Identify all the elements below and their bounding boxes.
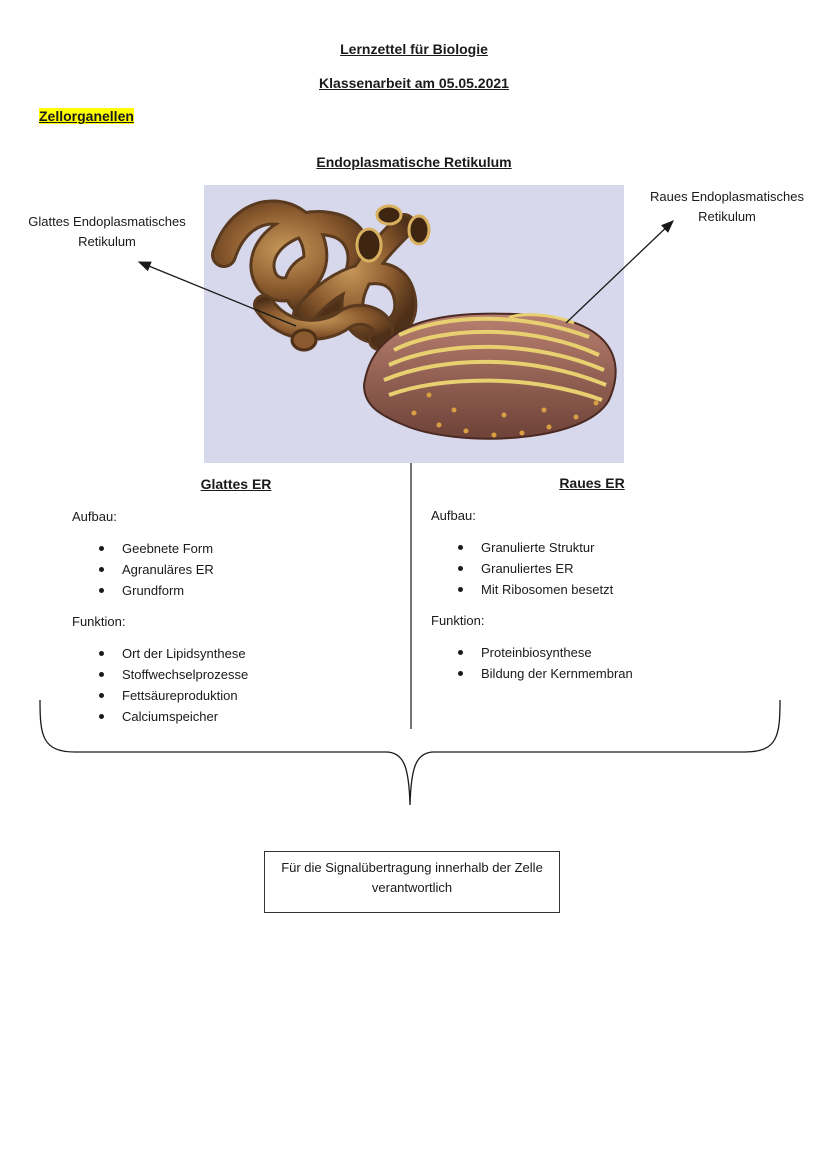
topic-heading: Zellorganellen — [39, 108, 134, 124]
list-item: Proteinbiosynthese — [431, 642, 633, 663]
smooth-er-title: Glattes ER — [200, 476, 272, 492]
document-title: Lernzettel für Biologie — [340, 41, 488, 57]
label-rough-er: Raues Endoplasmatisches Retikulum — [650, 189, 804, 224]
topic-heading-text: Zellorganellen — [39, 108, 134, 124]
list-item: Stoffwechselprozesse — [72, 664, 248, 685]
smooth-er-funktion-list: Ort der Lipidsynthese Stoffwechselprozes… — [72, 643, 248, 727]
rough-er-aufbau-label: Aufbau: — [431, 508, 476, 523]
smooth-er-aufbau-list: Geebnete Form Agranuläres ER Grundform — [72, 538, 214, 601]
list-item: Granulierte Struktur — [431, 537, 613, 558]
rough-er-funktion-label: Funktion: — [431, 613, 485, 628]
list-item: Ort der Lipidsynthese — [72, 643, 248, 664]
er-illustration-graphic — [204, 185, 624, 463]
smooth-er-graphic — [211, 199, 431, 352]
rough-er-graphic — [362, 312, 617, 440]
list-item: Bildung der Kernmembran — [431, 663, 633, 684]
rough-er-aufbau-list: Granulierte Struktur Granuliertes ER Mit… — [431, 537, 613, 600]
summary-box: Für die Signalübertragung innerhalb der … — [264, 851, 560, 913]
label-smooth-er: Glattes Endoplasmatisches Retikulum — [28, 214, 186, 249]
smooth-er-aufbau-label: Aufbau: — [72, 509, 117, 524]
list-item: Grundform — [72, 580, 214, 601]
smooth-er-funktion-label: Funktion: — [72, 614, 126, 629]
list-item: Fettsäureproduktion — [72, 685, 248, 706]
document-subtitle: Klassenarbeit am 05.05.2021 — [319, 75, 509, 91]
rough-er-funktion-list: Proteinbiosynthese Bildung der Kernmembr… — [431, 642, 633, 684]
er-illustration — [204, 185, 624, 463]
list-item: Geebnete Form — [72, 538, 214, 559]
list-item: Mit Ribosomen besetzt — [431, 579, 613, 600]
list-item: Calciumspeicher — [72, 706, 248, 727]
list-item: Agranuläres ER — [72, 559, 214, 580]
section-title: Endoplasmatische Retikulum — [316, 154, 512, 170]
list-item: Granuliertes ER — [431, 558, 613, 579]
rough-er-title: Raues ER — [559, 475, 625, 491]
